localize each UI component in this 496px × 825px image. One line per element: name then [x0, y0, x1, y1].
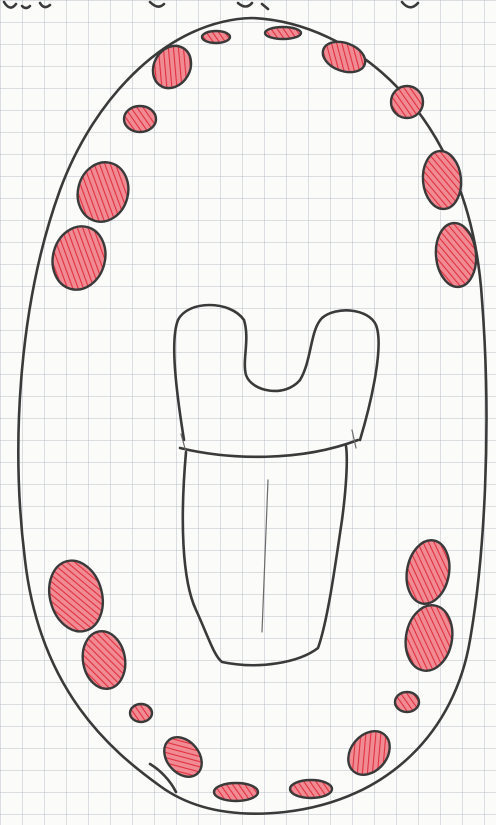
red-blob [319, 36, 370, 77]
red-blob [265, 27, 301, 39]
central-midline [262, 480, 268, 632]
central-upper-shape [174, 305, 378, 440]
red-blob [71, 157, 135, 228]
red-blob [391, 86, 423, 118]
red-blob [290, 780, 332, 798]
red-blob [401, 602, 458, 675]
red-blob [421, 149, 464, 210]
central-divider-line [180, 440, 358, 457]
red-blob [214, 783, 258, 801]
red-blob [124, 106, 156, 132]
red-blob [395, 692, 419, 712]
red-blob [402, 537, 454, 607]
red-blob [46, 220, 113, 295]
red-blob [78, 628, 129, 692]
red-blob [145, 39, 198, 95]
red-blob [130, 704, 152, 722]
red-blob [202, 31, 230, 43]
divider-tick-right [352, 430, 356, 448]
red-blob [42, 554, 111, 637]
